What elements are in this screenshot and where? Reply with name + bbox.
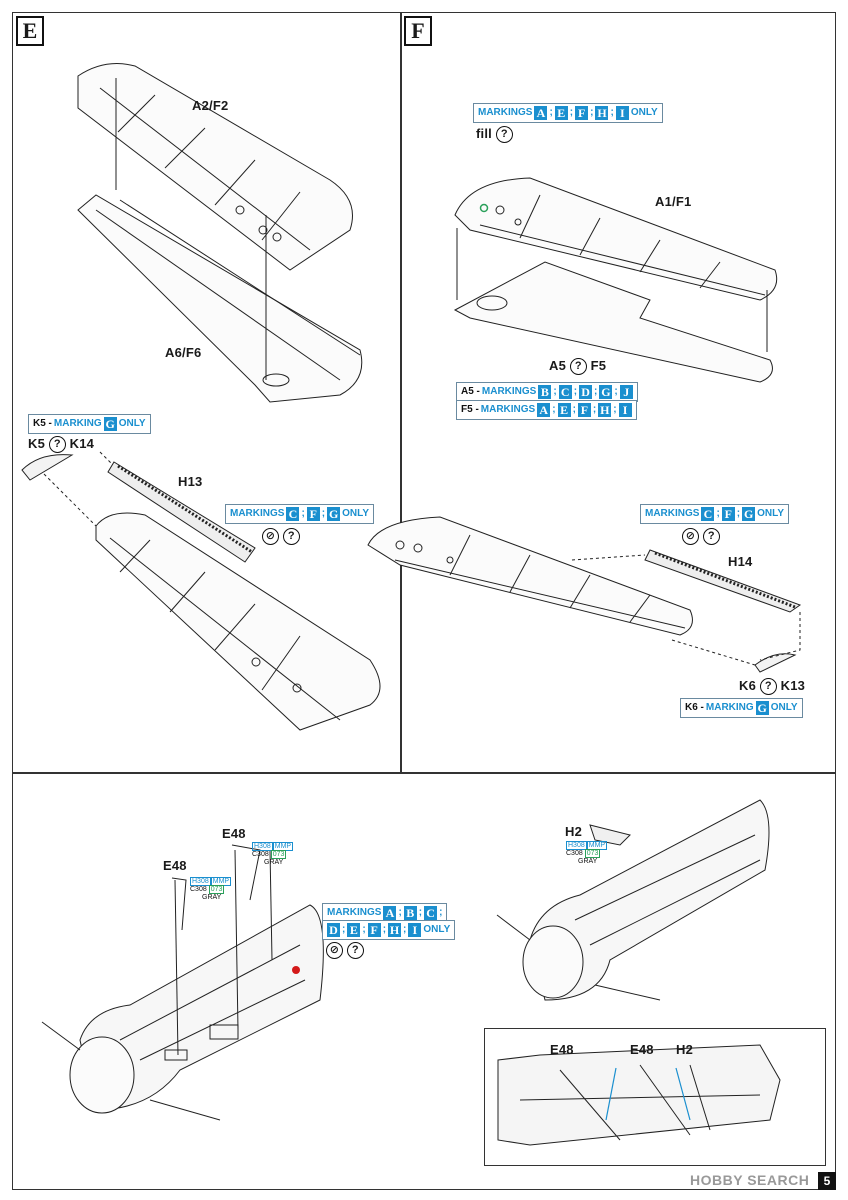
inset-label-e48-a: E48: [550, 1042, 574, 1057]
marking-a5: A5 - MARKINGS B; C; D; G; J: [456, 382, 638, 402]
no-paint-icon: ⊘: [682, 528, 699, 546]
paint-question-icon: ?: [282, 528, 300, 546]
part-label-h13: H13: [178, 474, 203, 489]
marking-k5: K5 - MARKING G ONLY: [28, 414, 151, 434]
paint-callout-h13: ⊘ ?: [262, 528, 300, 546]
flap-upper-e: [77, 63, 353, 271]
part-label-k6: K6 ? K13: [739, 678, 805, 696]
frame-inset: [484, 1028, 826, 1166]
flap-lower-f: [453, 261, 773, 383]
marking-f-top: MARKINGS A; E; F; H; I ONLY: [473, 103, 663, 123]
part-label-h2: H2: [565, 824, 583, 839]
paint-callout-h14: ⊘ ?: [682, 528, 720, 546]
paint-question-icon: ?: [702, 528, 720, 546]
aileron-f: [367, 516, 802, 673]
fill-marker: [479, 203, 489, 213]
aileron-e: [21, 454, 381, 731]
inset-label-e48-b: E48: [630, 1042, 654, 1057]
paint-question-icon: ?: [346, 942, 364, 960]
step-e-box: E: [16, 16, 44, 46]
marking-cockpit-row2: D; E; F; H; I ONLY: [322, 920, 456, 940]
part-label-a5f5: A5 ? F5: [549, 358, 606, 376]
step-f-box: F: [404, 16, 432, 46]
paint-question-icon: ?: [759, 678, 777, 696]
part-label-a2f2: A2/F2: [192, 98, 229, 113]
flap-lower-e: [77, 194, 363, 403]
inset-label-h2: H2: [676, 1042, 694, 1057]
part-label-h14: H14: [728, 554, 753, 569]
red-marker: [292, 966, 300, 974]
part-label-a1f1: A1/F1: [655, 194, 692, 209]
paint-question-icon: ?: [569, 358, 587, 376]
marking-k6: K6 - MARKING G ONLY: [680, 698, 803, 718]
marking-h13: MARKINGS C; F; G ONLY: [225, 504, 375, 524]
frame-step-f: [400, 12, 836, 774]
paint-question-icon: ?: [495, 126, 513, 144]
part-label-e48-b: E48: [163, 858, 187, 873]
flap-upper-f: [454, 177, 778, 301]
paint-callout-cockpit: ⊘ ?: [326, 942, 364, 960]
part-label-k5: K5 ? K14: [28, 436, 94, 454]
part-label-e48-a: E48: [222, 826, 246, 841]
watermark: HOBBY SEARCH: [690, 1172, 810, 1188]
frame-step-e: [12, 12, 402, 774]
fuselage-left: [41, 844, 324, 1121]
marking-cockpit-row1: MARKINGS A; B; C;: [322, 903, 448, 922]
paint-question-icon: ?: [48, 436, 66, 454]
part-label-a6f6: A6/F6: [165, 345, 202, 360]
no-paint-icon: ⊘: [262, 528, 279, 546]
no-paint-icon: ⊘: [326, 942, 343, 960]
fuselage-right: [496, 799, 770, 1001]
marking-f5: F5 - MARKINGS A; E; F; H; I: [456, 400, 637, 420]
marking-h14: MARKINGS C; F; G ONLY: [640, 504, 790, 524]
page-number: 5: [818, 1172, 836, 1190]
frame-cockpit: [12, 772, 836, 1190]
fill-label: fill ?: [476, 126, 513, 144]
inset-cutaway: [497, 1044, 781, 1146]
